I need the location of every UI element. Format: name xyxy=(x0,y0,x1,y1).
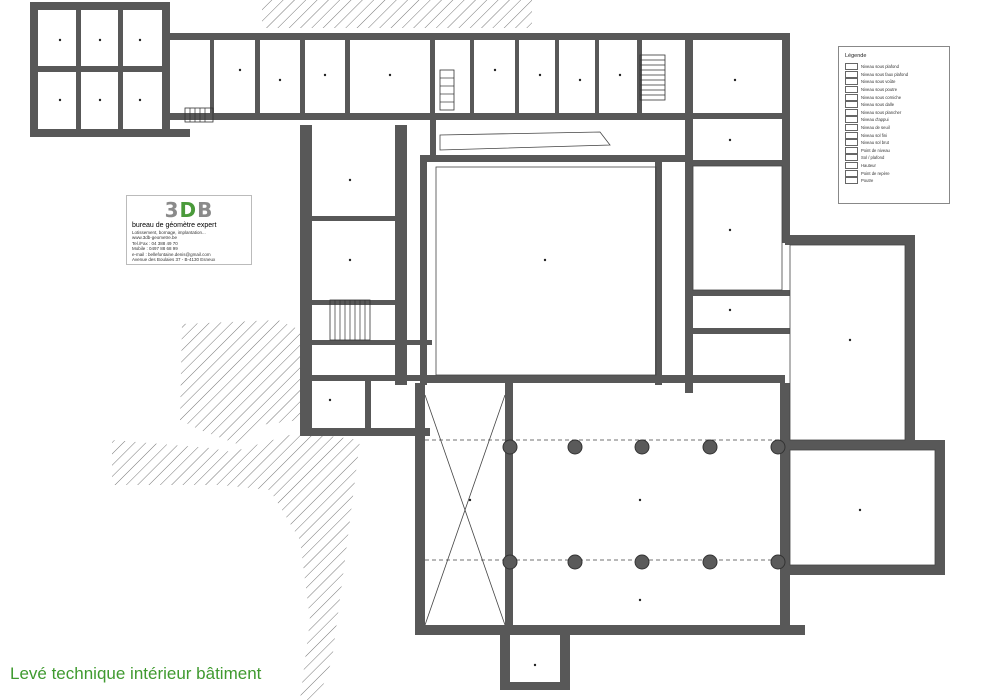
legend-row: Poutre xyxy=(845,177,943,185)
legend-label: Niveau sol brut xyxy=(861,140,889,146)
legend-label: Niveau sous poutre xyxy=(861,87,898,93)
legend-label: Sol / plafond xyxy=(861,155,885,161)
legend-row: Niveau sous voûte xyxy=(845,78,943,86)
logo-contact-line: Tel./Fax : 04 388 49 70 xyxy=(132,240,178,246)
legend-row: Niveau sol fini xyxy=(845,131,943,139)
legend-symbol xyxy=(845,131,858,139)
legend-row: Niveau sous faux plafond xyxy=(845,70,943,79)
logo-tagline: bureau de géomètre expert xyxy=(132,222,217,229)
logo-contact-line: Mobile : 0497 88 68 99 xyxy=(132,246,178,252)
legend-title: Légende xyxy=(845,53,867,59)
logo-letter: D xyxy=(179,198,198,222)
legend-symbol xyxy=(845,146,858,154)
legend-symbol xyxy=(845,169,858,177)
legend-row: Niveau sous plafond xyxy=(845,63,943,71)
legend-row: Niveau d'appui xyxy=(845,116,943,124)
legend-label: Niveau sous corniche xyxy=(861,94,902,100)
company-logo: 3DB xyxy=(132,199,246,221)
legend-row: Niveau de seuil xyxy=(845,124,943,132)
adjacent-hatching xyxy=(112,0,532,700)
stairs xyxy=(184,54,666,341)
legend-label: Niveau de seuil xyxy=(861,125,890,131)
legend-symbol xyxy=(845,63,858,71)
logo-letter: 3 xyxy=(164,198,180,222)
logo-letter: B xyxy=(197,198,214,222)
interior-lines xyxy=(424,131,936,626)
columns xyxy=(502,439,786,570)
legend-row: Niveau sous dalle xyxy=(845,101,943,109)
legend-label: Niveau sous plancher xyxy=(861,109,902,115)
legend-symbol xyxy=(845,70,858,78)
legend-row: Sol / plafond xyxy=(845,154,943,162)
legend-symbol xyxy=(845,154,858,162)
legend-symbol xyxy=(845,78,858,86)
legend-symbol xyxy=(845,162,858,170)
legend-label: Niveau sous voûte xyxy=(861,79,896,85)
legend-label: Niveau sous dalle xyxy=(861,102,895,108)
legend-label: Niveau sous faux plafond xyxy=(861,71,909,77)
legend-label: Niveau d'appui xyxy=(861,117,889,123)
logo-contact-info: Lotissement, bornage, implantation...www… xyxy=(132,230,246,262)
legend-symbol xyxy=(845,93,858,101)
logo-mark: 3DB xyxy=(165,199,214,221)
logo-contact-line: Avenue des Boulaies 37 - B-4130 Esneux xyxy=(132,257,216,263)
legend-row: Hauteur xyxy=(845,162,943,170)
legend-row: Niveau sol brut xyxy=(845,139,943,147)
legend-row: Point de repère xyxy=(845,169,943,177)
walls xyxy=(30,2,945,690)
legend-label: Poutre xyxy=(861,178,874,184)
survey-points xyxy=(58,38,862,667)
legend-symbol xyxy=(845,124,858,132)
logo-contact-line: www.3db-geometre.be xyxy=(132,235,178,241)
legend-label: Point de repère xyxy=(861,170,890,176)
legend-label: Point de niveau xyxy=(861,147,890,153)
company-logo-card: 3DB bureau de géomètre expert Lotissemen… xyxy=(126,195,252,265)
legend-row: Niveau sous corniche xyxy=(845,93,943,101)
legend-symbol xyxy=(845,116,858,124)
legend-row: Niveau sous poutre xyxy=(845,86,943,94)
logo-contact-line: Lotissement, bornage, implantation... xyxy=(132,230,206,235)
legend-symbol xyxy=(845,101,858,109)
legend-label: Niveau sous plafond xyxy=(861,64,899,70)
logo-contact-line: e-mail : bellefontaine.denis@gmail.com xyxy=(132,251,211,257)
legend-symbol xyxy=(845,108,858,116)
legend-label: Hauteur xyxy=(861,163,876,169)
legend-row: Niveau sous plancher xyxy=(845,108,943,117)
legend-symbol xyxy=(845,86,858,94)
legend-label: Niveau sol fini xyxy=(861,132,888,138)
legend-symbol xyxy=(845,139,858,147)
legend-symbol xyxy=(845,177,858,185)
sheet-caption: Levé technique intérieur bâtiment xyxy=(10,664,262,683)
legend-row: Point de niveau xyxy=(845,146,943,155)
